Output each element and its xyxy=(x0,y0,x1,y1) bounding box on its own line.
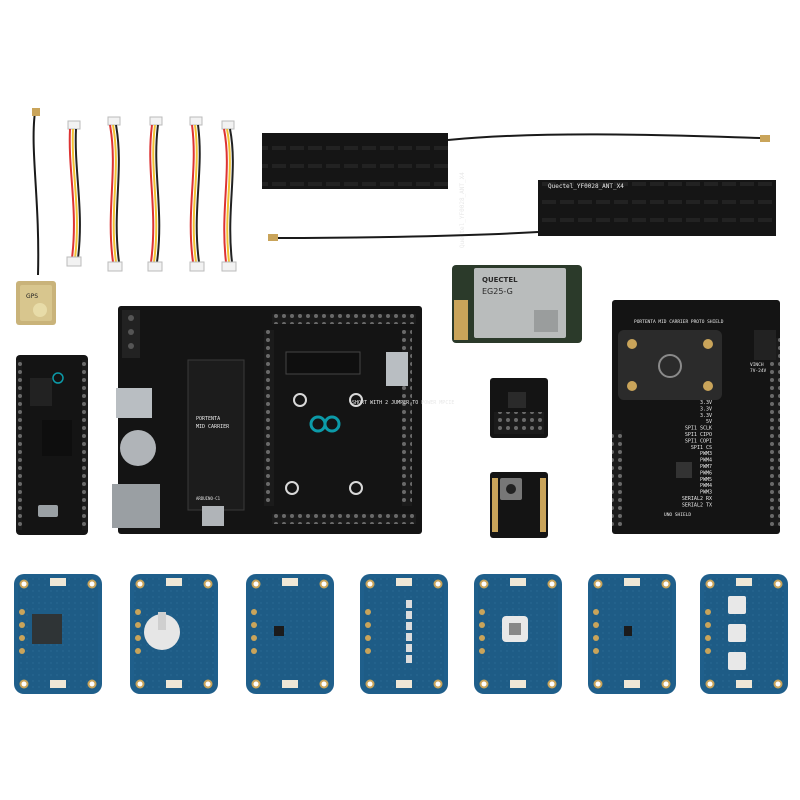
proto-pin-label: SPI1 SCLK xyxy=(685,426,712,432)
proto-pin-label: PWM3 xyxy=(700,490,712,496)
jumper-cable xyxy=(221,120,237,272)
modulino-board xyxy=(588,574,676,694)
camera-module-2 xyxy=(490,472,548,538)
jumper-cable xyxy=(66,120,82,267)
proto-shield-title: PORTENTA MID CARRIER PROTO SHIELD xyxy=(634,319,724,325)
proto-pin-label: SPI1 CS xyxy=(691,445,712,451)
jumper-cable xyxy=(147,116,163,272)
proto-pin-label: 3.3V xyxy=(700,400,712,406)
proto-pin-label: PWM3 xyxy=(700,451,712,457)
modem-brand: QUECTEL xyxy=(482,276,518,284)
carrier-title-left: PORTENTA xyxy=(196,416,220,422)
proto-pin-label: 3.3V xyxy=(700,413,712,419)
antenna-label: Quectel_YF0028_ANT_X4 xyxy=(548,183,624,190)
arduino-logo-icon xyxy=(309,415,341,433)
arduino-logo-icon xyxy=(658,354,682,378)
modulino-boards xyxy=(14,574,788,694)
proto-pin-label: PWM4 xyxy=(700,483,712,489)
lte-antenna-top: Quectel_YF0028_ANT_X4 xyxy=(262,133,770,248)
jumper-cables xyxy=(66,116,237,272)
proto-pin-label: PWM5 xyxy=(700,477,712,483)
proto-bottom-label: UNO SHIELD xyxy=(664,512,691,518)
modulino-board xyxy=(474,574,562,694)
carrier-pcie-note: SHORT WITH 2 JUMPER TO POWER MPCIE xyxy=(352,400,454,406)
proto-shield: PORTENTA MID CARRIER PROTO SHIELD VINCH … xyxy=(612,300,780,534)
proto-pin-label: PWM4 xyxy=(700,458,712,464)
gps-antenna: GPS xyxy=(16,108,56,325)
jumper-cable xyxy=(107,116,123,272)
proto-pin-label: SERIAL2 RX xyxy=(682,496,712,502)
modulino-board xyxy=(130,574,218,694)
proto-vin-label: VINCH xyxy=(750,362,764,368)
proto-vin-range: 7V-24V xyxy=(750,368,767,374)
modulino-board xyxy=(700,574,788,694)
proto-pin-label: 3.3V xyxy=(700,406,712,412)
jumper-cable xyxy=(189,116,205,272)
carrier-sd-label: ARDUINO-C1 xyxy=(196,496,221,501)
proto-pin-label: PWM6 xyxy=(700,470,712,476)
carrier-title-left-2: MID CARRIER xyxy=(196,424,230,430)
modulino-board xyxy=(246,574,334,694)
proto-pin-label: 5V xyxy=(706,419,712,425)
camera-module-1 xyxy=(490,378,548,438)
proto-pin-label: SERIAL2 TX xyxy=(682,502,712,508)
modem-model: EG25-G xyxy=(482,287,513,296)
carrier-board: PORTENTA MID CARRIER ARDUINO-C1 SHORT WI… xyxy=(112,306,454,534)
modulino-board xyxy=(14,574,102,694)
proto-pin-label: PWM7 xyxy=(700,464,712,470)
lte-antenna-bottom: Quectel_YF0028_ANT_X4 xyxy=(268,180,776,241)
portenta-module xyxy=(16,355,88,535)
quectel-modem-card: QUECTEL EG25-G xyxy=(452,265,582,343)
gps-text: GPS xyxy=(26,293,38,300)
proto-pin-label: SPI1 CIPO xyxy=(685,432,712,438)
antenna-label: Quectel_YF0028_ANT_X4 xyxy=(459,172,466,248)
modulino-board xyxy=(360,574,448,694)
proto-pin-label: SPI1 COPI xyxy=(685,438,712,444)
